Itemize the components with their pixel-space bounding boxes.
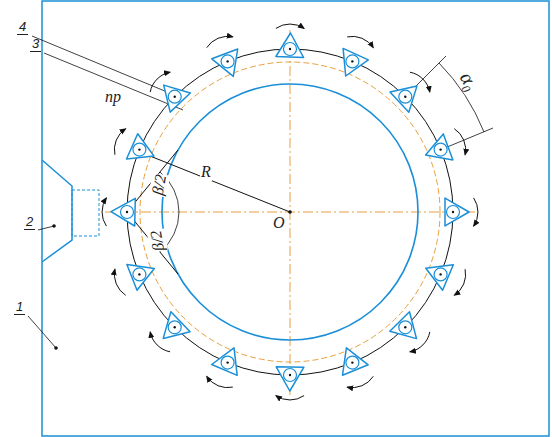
radius-line <box>135 150 290 212</box>
pin-center <box>289 48 291 50</box>
roller-triangle <box>127 134 155 159</box>
rotation-arrow <box>114 129 125 155</box>
pin-center <box>174 96 176 98</box>
pin-center <box>452 211 454 213</box>
speed-symbol: np <box>104 88 122 106</box>
callout-number: 3 <box>30 37 41 52</box>
pin-center <box>138 273 140 275</box>
roller-triangle <box>164 85 191 112</box>
roller-pin <box>284 369 297 382</box>
roller-triangle <box>276 367 304 391</box>
roller-triangle <box>127 264 154 290</box>
pitch-circle <box>140 62 440 362</box>
roller-pin <box>434 143 447 156</box>
roller-pin <box>447 206 460 219</box>
roller-pin <box>221 356 234 369</box>
roller-pin <box>221 55 234 68</box>
drum-circle <box>162 84 418 340</box>
leader-dot <box>52 224 56 228</box>
rotation-arrow <box>347 36 373 47</box>
rotation-arrow <box>207 36 233 47</box>
dimension-arc <box>439 63 484 132</box>
rotation-arrow <box>114 269 125 295</box>
feeder-outline <box>42 160 72 262</box>
angle-label: α₀ <box>455 67 484 95</box>
roller-pin <box>284 43 297 56</box>
rotation-arrow <box>347 376 373 387</box>
leader-line <box>32 36 172 94</box>
roller-triangle <box>445 198 469 226</box>
rotation-arrow <box>454 129 465 155</box>
pin-center <box>351 361 353 363</box>
pin-center <box>289 374 291 376</box>
leader-line <box>28 316 56 348</box>
pin-center <box>439 273 441 275</box>
pin-center <box>174 326 176 328</box>
roller-triangle <box>426 265 454 291</box>
roller-pin <box>399 321 412 334</box>
leader-line <box>38 226 54 230</box>
center-label: O <box>272 214 286 232</box>
rotation-arrow <box>410 72 430 92</box>
roller-triangle <box>390 86 417 112</box>
pin-center <box>439 148 441 150</box>
carrier-circle <box>127 49 453 375</box>
roller-triangle <box>212 348 238 376</box>
roller-pin <box>121 206 134 219</box>
rotation-arrow <box>276 396 304 400</box>
rotation-arrow <box>454 269 465 295</box>
feeder-channel <box>72 190 99 236</box>
roller-triangle <box>343 348 369 375</box>
roller-pin <box>346 356 359 369</box>
center-point <box>288 210 292 214</box>
roller-pin <box>133 143 146 156</box>
roller-pin <box>168 321 181 334</box>
roller-pin <box>346 55 359 68</box>
callout-number: 4 <box>17 20 28 35</box>
rotation-arrow <box>150 332 170 352</box>
pin-center <box>404 326 406 328</box>
roller-triangle <box>426 134 453 160</box>
roller-pin <box>399 90 412 103</box>
radius-label: R <box>200 163 212 181</box>
roller-group <box>102 24 478 400</box>
pin-center <box>226 361 228 363</box>
pin-center <box>138 148 140 150</box>
pin-center <box>404 96 406 98</box>
rotation-arrow <box>207 376 233 387</box>
pin-center <box>351 60 353 62</box>
roller-triangle <box>212 49 238 76</box>
roller-triangle <box>111 198 135 226</box>
angle-label: β/2 <box>147 228 168 253</box>
pin-center <box>126 211 128 213</box>
rotation-arrow <box>474 198 478 226</box>
roller-pin <box>434 268 447 281</box>
angle-label: β/2 <box>149 172 170 197</box>
leader-line <box>44 53 183 110</box>
rotation-arrow <box>410 332 430 352</box>
leader-dot <box>54 346 58 350</box>
roller-triangle <box>163 312 190 339</box>
roller-triangle <box>343 48 368 76</box>
rotation-arrow <box>150 72 170 92</box>
pin-center <box>226 60 228 62</box>
roller-triangle <box>390 312 417 339</box>
callout-number: 1 <box>14 300 25 315</box>
callout-number: 2 <box>24 215 35 230</box>
rotation-arrow <box>276 24 304 28</box>
roller-pin <box>168 90 181 103</box>
housing-outline <box>42 1 549 436</box>
rotation-arrow <box>102 198 106 226</box>
roller-triangle <box>276 33 304 58</box>
roller-pin <box>133 268 146 281</box>
